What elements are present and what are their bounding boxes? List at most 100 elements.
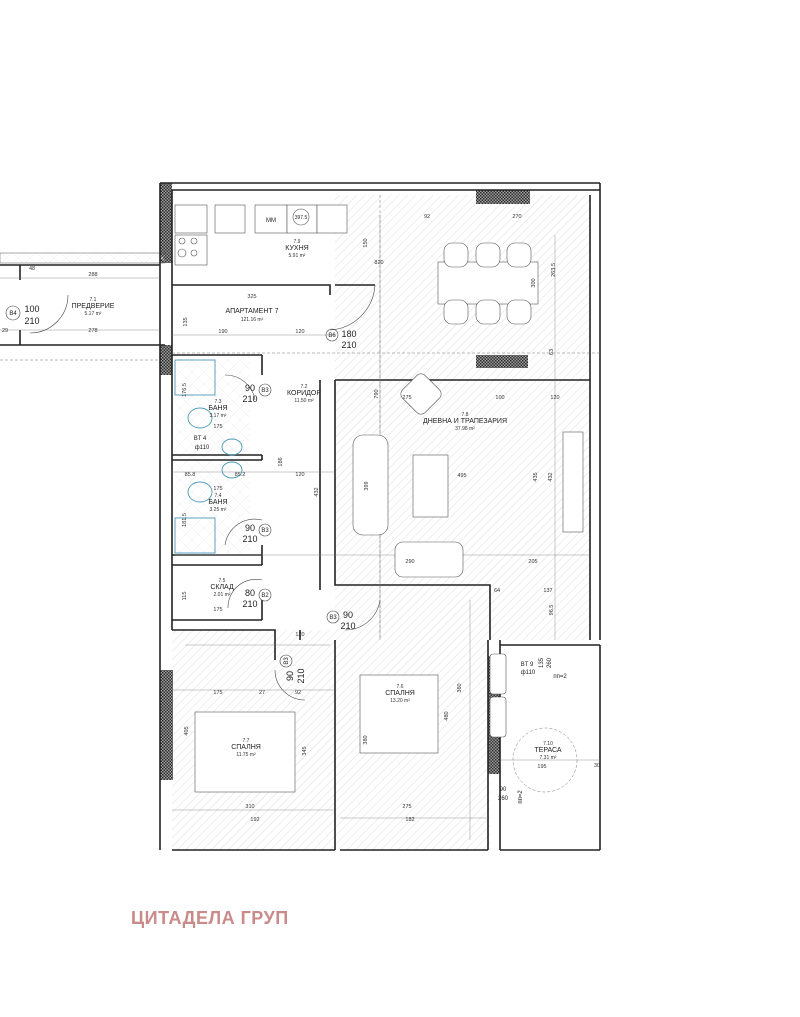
svg-text:29: 29 xyxy=(2,328,8,334)
fridge-marker xyxy=(292,208,310,226)
svg-text:90: 90 xyxy=(285,671,295,681)
svg-text:210: 210 xyxy=(340,621,355,631)
svg-text:7.1: 7.1 xyxy=(90,297,97,303)
svg-text:7.5: 7.5 xyxy=(219,578,226,584)
svg-text:288: 288 xyxy=(88,272,97,278)
room-label-bathroom-74: 7.4 БАНЯ 3.25 m² xyxy=(208,493,227,513)
svg-text:7.9: 7.9 xyxy=(294,239,301,245)
svg-text:120: 120 xyxy=(550,395,559,401)
svg-text:175: 175 xyxy=(213,690,222,696)
bed-77 xyxy=(194,711,296,793)
svg-text:135: 135 xyxy=(183,317,189,326)
svg-text:175: 175 xyxy=(213,486,222,492)
svg-text:BT 9: BT 9 xyxy=(521,662,534,668)
burner xyxy=(190,237,198,245)
wall-masonry xyxy=(476,190,530,204)
svg-text:BT 4: BT 4 xyxy=(194,436,207,442)
walls xyxy=(159,182,601,851)
svg-text:121.16 m²: 121.16 m² xyxy=(241,317,264,323)
dishwasher-label: MM xyxy=(266,218,276,224)
svg-text:11.50 m²: 11.50 m² xyxy=(294,398,314,404)
svg-text:210: 210 xyxy=(24,316,39,326)
sink xyxy=(214,204,246,234)
svg-text:137: 137 xyxy=(543,588,552,594)
svg-text:11.75 m²: 11.75 m² xyxy=(236,752,256,758)
svg-text:820: 820 xyxy=(374,260,383,266)
svg-text:325: 325 xyxy=(247,294,256,300)
svg-text:120: 120 xyxy=(295,329,304,335)
dimension-labels: 288 278 48 29 325 190 120 135 150 820 92… xyxy=(2,214,600,823)
svg-text:13.20 m²: 13.20 m² xyxy=(390,698,410,704)
room-label-corridor: 7.2 КОРИДОР 11.50 m² xyxy=(287,384,321,404)
svg-text:2.01 m²: 2.01 m² xyxy=(214,592,231,598)
svg-text:120: 120 xyxy=(295,632,304,638)
svg-text:90: 90 xyxy=(245,523,255,533)
svg-text:48: 48 xyxy=(29,266,35,272)
burner xyxy=(177,248,187,258)
svg-text:435: 435 xyxy=(533,472,539,481)
wall-top-entry xyxy=(0,252,166,264)
svg-text:205: 205 xyxy=(528,559,537,565)
svg-text:64: 64 xyxy=(494,588,500,594)
svg-text:210: 210 xyxy=(242,599,257,609)
oven xyxy=(174,204,208,234)
wall-masonry xyxy=(160,670,173,780)
svg-text:7.4: 7.4 xyxy=(215,493,222,499)
room-label-kitchen: 7.9 КУХНЯ 5.91 m² xyxy=(285,239,308,259)
svg-text:275: 275 xyxy=(402,395,411,401)
svg-text:7.3: 7.3 xyxy=(215,399,222,405)
svg-text:ПРЕДВЕРИЕ: ПРЕДВЕРИЕ xyxy=(72,303,115,310)
svg-text:480: 480 xyxy=(444,711,450,720)
terrace-door-tag-2: 90 260 пп=2 xyxy=(498,787,524,804)
loveseat xyxy=(394,541,464,578)
svg-text:96.5: 96.5 xyxy=(549,605,555,616)
svg-text:ДНЕВНА И ТРАПЕЗАРИЯ: ДНЕВНА И ТРАПЕЗАРИЯ xyxy=(423,418,507,425)
svg-text:85.2: 85.2 xyxy=(235,472,246,478)
door-swings xyxy=(29,284,381,701)
svg-text:100: 100 xyxy=(495,395,504,401)
svg-text:БАНЯ: БАНЯ xyxy=(208,499,227,506)
svg-text:80: 80 xyxy=(245,588,255,598)
svg-text:90: 90 xyxy=(245,383,255,393)
svg-text:90: 90 xyxy=(500,787,507,793)
svg-text:7.10: 7.10 xyxy=(543,741,553,747)
svg-text:380: 380 xyxy=(363,735,369,744)
room-label-terrace: 7.10 ТЕРАСА 7.31 m² xyxy=(534,741,562,761)
svg-text:27: 27 xyxy=(259,690,265,696)
svg-text:210: 210 xyxy=(296,668,306,683)
svg-text:270: 270 xyxy=(512,214,521,220)
svg-text:210: 210 xyxy=(341,340,356,350)
svg-text:310: 310 xyxy=(245,804,254,810)
svg-text:260: 260 xyxy=(547,657,553,668)
svg-text:63: 63 xyxy=(549,349,555,355)
svg-text:5.17 m²: 5.17 m² xyxy=(85,311,102,317)
svg-text:120: 120 xyxy=(295,472,304,478)
room-label-predverie: 7.1 ПРЕДВЕРИЕ 5.17 m² xyxy=(72,297,115,317)
svg-text:ф110: ф110 xyxy=(195,445,210,451)
dimension-lines xyxy=(0,215,600,840)
svg-text:B3: B3 xyxy=(329,615,337,621)
svg-text:399: 399 xyxy=(364,481,370,490)
svg-text:БАНЯ: БАНЯ xyxy=(208,405,227,412)
svg-text:300: 300 xyxy=(531,278,537,287)
svg-text:432: 432 xyxy=(314,487,320,496)
svg-text:150: 150 xyxy=(363,238,369,247)
svg-text:7.7: 7.7 xyxy=(243,738,250,744)
svg-text:92: 92 xyxy=(424,214,430,220)
radiator-block xyxy=(476,355,528,368)
apartment-label: АПАРТАМЕНТ 7 121.16 m² xyxy=(225,308,278,323)
armchair xyxy=(400,373,442,415)
svg-text:175: 175 xyxy=(213,607,222,613)
room-label-living: 7.8 ДНЕВНА И ТРАПЕЗАРИЯ 37.98 m² xyxy=(423,412,507,432)
svg-text:210: 210 xyxy=(242,394,257,404)
svg-text:290: 290 xyxy=(405,559,414,565)
svg-text:АПАРТАМЕНТ 7: АПАРТАМЕНТ 7 xyxy=(225,308,278,315)
svg-text:790: 790 xyxy=(374,389,380,398)
svg-text:176.5: 176.5 xyxy=(182,383,188,397)
svg-text:СКЛАД: СКЛАД xyxy=(210,584,234,591)
svg-text:3.25 m²: 3.25 m² xyxy=(210,507,227,513)
svg-text:100: 100 xyxy=(24,304,39,314)
burner xyxy=(178,237,186,245)
